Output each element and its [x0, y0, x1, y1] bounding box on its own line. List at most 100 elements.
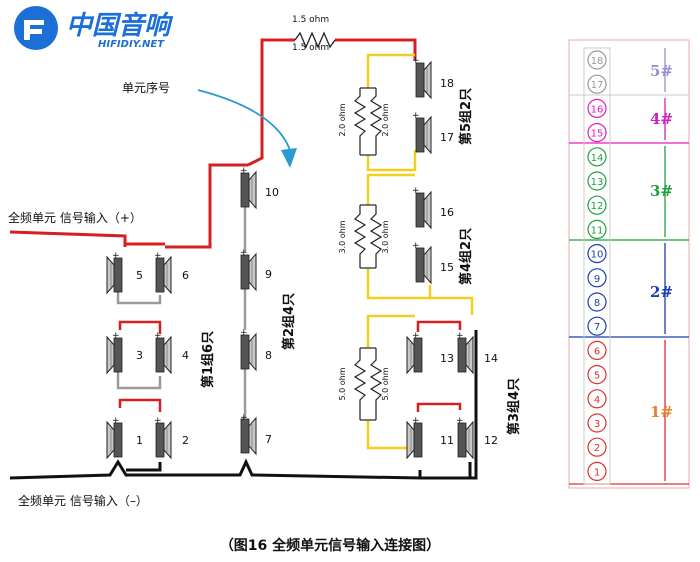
unit-number: 13: [591, 177, 604, 188]
unit-number: 12: [591, 201, 604, 212]
unit-number: 5: [594, 371, 600, 382]
svg-text:+: +: [412, 111, 420, 121]
pointer-arrowhead-icon: [281, 148, 297, 168]
speakers: [106, 61, 474, 459]
speaker-16-icon: [415, 191, 432, 229]
resistor-group3: [353, 347, 383, 421]
resistor-g5-label-b: 2.0 ohm: [381, 103, 390, 136]
wire-positive: [9, 38, 417, 249]
wire-red-jumpers: [118, 320, 462, 412]
unit-circle: [587, 195, 607, 215]
group-label-1: 1#: [650, 403, 673, 421]
group-label-4: 4#: [650, 110, 673, 128]
pointer-arrow: [197, 89, 291, 151]
label-input-negative: 全频单元 信号输入（–）: [18, 493, 148, 508]
unit-circle: [587, 244, 607, 264]
speaker-10-icon: [240, 171, 257, 209]
unit-circle: [587, 268, 607, 288]
speaker-number: 8: [265, 349, 272, 362]
speaker-15-icon: [415, 246, 432, 284]
unit-circle: [587, 74, 607, 94]
unit-circle: [587, 437, 607, 457]
speaker-5-icon: [106, 256, 123, 294]
unit-circle: [587, 98, 607, 119]
resistor-group4: [353, 204, 383, 269]
svg-text:+: +: [240, 413, 248, 423]
unit-number: 6: [594, 346, 600, 357]
svg-text:+: +: [412, 241, 420, 251]
svg-text:+: +: [112, 251, 120, 261]
label-group2: 第2组4只: [281, 293, 297, 350]
speaker-number: 6: [182, 269, 189, 282]
svg-text:+: +: [456, 331, 464, 341]
unit-circle: [587, 340, 607, 360]
unit-circle: [587, 365, 607, 385]
svg-text:+: +: [154, 331, 162, 341]
speaker-number: 17: [440, 131, 454, 144]
speaker-7-icon: [240, 417, 257, 455]
unit-number: 11: [591, 225, 604, 236]
resistor-top-label-b: 1.5 ohm: [292, 43, 329, 53]
resistor-g3-label-a: 5.0 ohm: [338, 367, 347, 400]
resistor-top: 1.5 ohm 1.5 ohm: [292, 15, 336, 53]
speaker-numbers: 5 6 3 4 1 2 10 9 8 7 18 17 16 15 13 14 1…: [136, 77, 498, 447]
speaker-number: 1: [136, 434, 143, 447]
unit-number: 16: [591, 104, 604, 115]
logo-url: HIFIDIY.NET: [98, 39, 165, 50]
unit-circle: [587, 461, 607, 481]
speaker-3-icon: [106, 336, 123, 374]
speaker-9-icon: [240, 253, 257, 291]
svg-text:+: +: [412, 416, 420, 426]
speaker-number: 3: [136, 349, 143, 362]
svg-text:+: +: [112, 331, 120, 341]
resistor-g3-label-b: 5.0 ohm: [381, 367, 390, 400]
svg-text:+: +: [412, 186, 420, 196]
speaker-number: 12: [484, 434, 498, 447]
svg-text:+: +: [112, 416, 120, 426]
svg-text:+: +: [154, 251, 162, 261]
label-group4: 第4组2只: [458, 228, 474, 285]
speaker-number: 11: [440, 434, 454, 447]
unit-number: 1: [594, 467, 600, 478]
unit-number: 10: [591, 250, 604, 261]
group-label-3: 3#: [650, 182, 673, 200]
speaker-17-icon: [415, 116, 432, 154]
site-logo: 中国音响 HIFIDIY.NET: [14, 6, 174, 50]
speaker-number: 13: [440, 352, 454, 365]
speaker-4-icon: [155, 336, 172, 374]
label-group3: 第3组4只: [506, 378, 522, 435]
speaker-6-icon: [155, 256, 172, 294]
speaker-number: 5: [136, 269, 143, 282]
speaker-11-icon: [406, 421, 423, 459]
unit-circle: [587, 413, 607, 433]
svg-text:+: +: [240, 166, 248, 176]
unit-number: 4: [594, 395, 600, 406]
speaker-number: 15: [440, 261, 454, 274]
unit-circle: [587, 50, 607, 70]
resistor-g5-label-a: 2.0 ohm: [338, 103, 347, 136]
polarity-marks: ++++ ++++ ++++ ++ ++++: [112, 56, 464, 426]
unit-number: 3: [594, 419, 600, 430]
resistor-g4-label-a: 3.0 ohm: [338, 220, 347, 253]
unit-number: 14: [591, 153, 604, 164]
svg-text:+: +: [456, 416, 464, 426]
resistor-g4-label-b: 3.0 ohm: [381, 220, 390, 253]
unit-number: 15: [591, 129, 604, 140]
speaker-number: 18: [440, 77, 454, 90]
speaker-8-icon: [240, 333, 257, 371]
svg-text:+: +: [154, 416, 162, 426]
speaker-12-icon: [457, 421, 474, 459]
speaker-2-icon: [155, 421, 172, 459]
unit-circle: [587, 292, 607, 312]
unit-number: 8: [594, 298, 600, 309]
speaker-number: 4: [182, 349, 189, 362]
label-group1: 第1组6只: [200, 331, 216, 388]
speaker-14-icon: [457, 336, 474, 374]
svg-text:+: +: [412, 56, 420, 66]
speaker-number: 14: [484, 352, 498, 365]
unit-number: 7: [594, 322, 600, 333]
svg-text:+: +: [240, 248, 248, 258]
unit-number: 17: [591, 80, 604, 91]
